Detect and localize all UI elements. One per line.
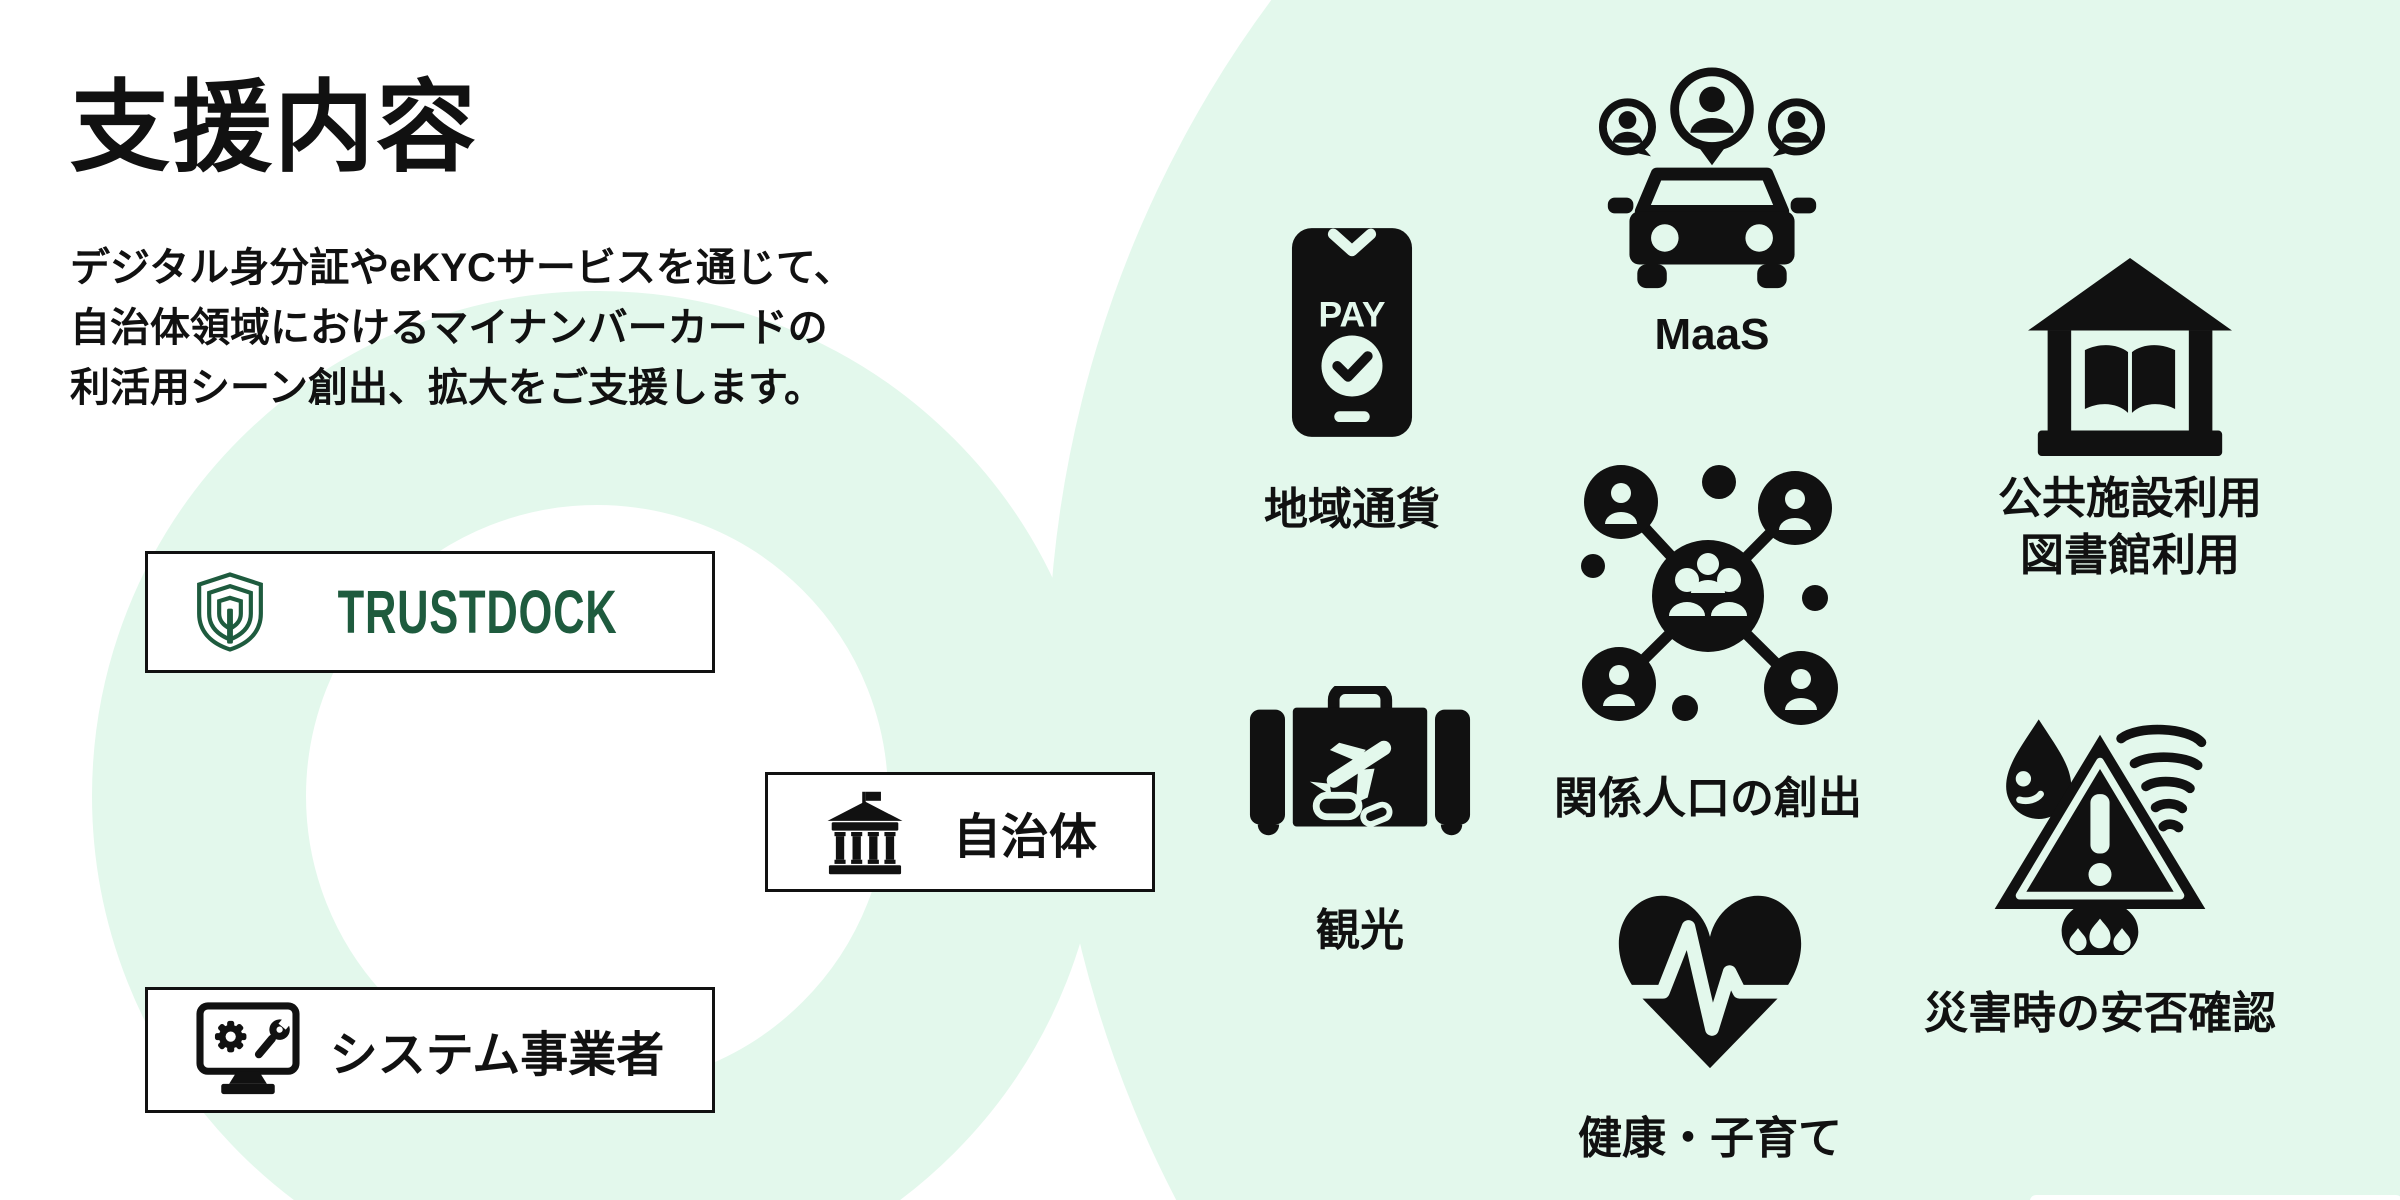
government-building-icon xyxy=(827,791,903,875)
background-corner-notch xyxy=(2030,1195,2400,1200)
smartphone-pay-icon: PAY xyxy=(1291,228,1413,437)
description-line: 利活用シーン創出、拡大をご支援します。 xyxy=(70,366,824,410)
feature-label: 公共施設利用 図書館利用 xyxy=(1998,470,2262,584)
heart-pulse-icon xyxy=(1618,895,1802,1069)
car-sharing-icon xyxy=(1598,67,1826,289)
disaster-warning-icon xyxy=(1994,719,2207,955)
municipality-label: 自治体 xyxy=(952,811,1097,864)
page-description: デジタル身分証やeKYCサービスを通じて、 自治体領域におけるマイナンバーカード… xyxy=(70,238,854,418)
feature-label-line: 公共施設利用 xyxy=(1998,474,2262,523)
municipality-card: 自治体 xyxy=(765,772,1155,892)
feature-local-currency: PAY 地域通貨 xyxy=(1202,226,1502,537)
feature-label: 関係人口の創出 xyxy=(1554,774,1862,823)
feature-label: 観光 xyxy=(1316,906,1404,955)
trustdock-wordmark: TRUSTDOCK xyxy=(338,577,618,647)
system-provider-card: システム事業者 xyxy=(145,987,715,1113)
feature-health-childcare: 健康・子育て xyxy=(1530,880,1890,1166)
feature-label: 健康・子育て xyxy=(1578,1114,1842,1163)
travel-suitcase-icon xyxy=(1249,686,1471,836)
feature-public-facility: 公共施設利用 図書館利用 xyxy=(1920,256,2340,584)
pay-text: PAY xyxy=(1319,295,1386,335)
system-provider-label: システム事業者 xyxy=(329,1029,665,1082)
feature-maas: MaaS xyxy=(1552,64,1872,360)
feature-label-line: 図書館利用 xyxy=(2020,531,2240,580)
feature-label: 地域通貨 xyxy=(1264,485,1440,534)
page-title: 支援内容 xyxy=(70,72,478,184)
feature-disaster-safety: 災害時の安否確認 xyxy=(1880,706,2320,1041)
description-line: デジタル身分証やeKYCサービスを通じて、 xyxy=(70,246,854,290)
feature-related-population: 関係人口の創出 xyxy=(1498,446,1918,826)
description-line: 自治体領域におけるマイナンバーカードの xyxy=(70,306,828,350)
trustdock-shield-icon xyxy=(197,572,264,652)
trustdock-card: TRUSTDOCK xyxy=(145,551,715,673)
library-building-icon xyxy=(2028,257,2232,457)
feature-tourism: 観光 xyxy=(1210,686,1510,958)
feature-label: 災害時の安否確認 xyxy=(1924,989,2276,1038)
monitor-tools-icon xyxy=(196,1002,300,1095)
people-network-icon xyxy=(1581,465,1838,725)
feature-label: MaaS xyxy=(1654,310,1770,359)
